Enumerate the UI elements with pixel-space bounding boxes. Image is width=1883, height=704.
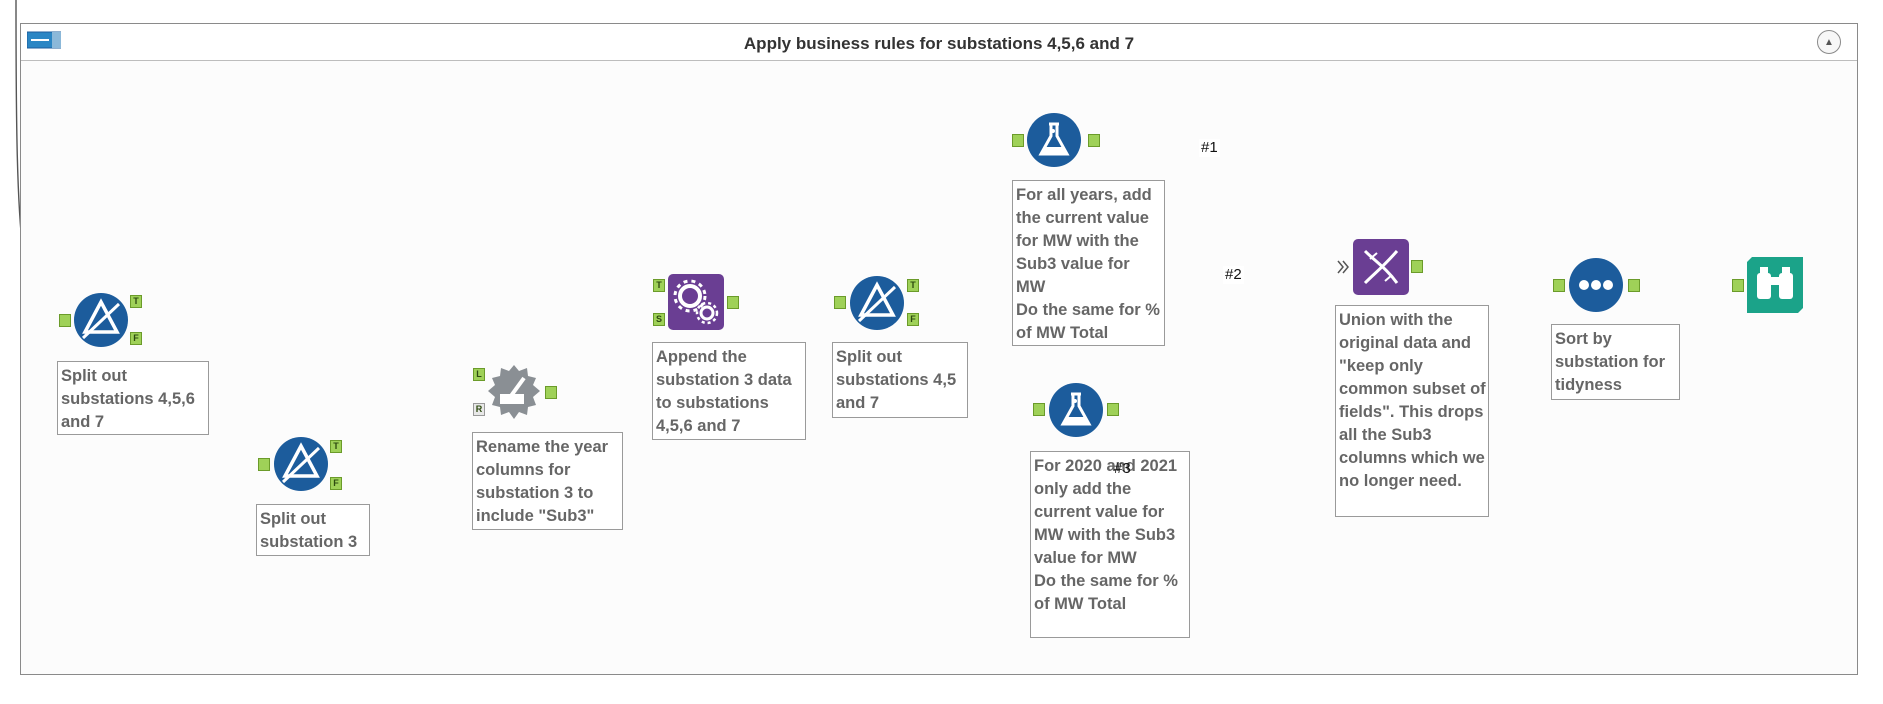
union-multi-input-anchor[interactable] (1337, 260, 1351, 274)
formula2-input-anchor[interactable] (1033, 403, 1045, 416)
filter1-input-anchor[interactable] (59, 314, 71, 327)
container-title: Apply business rules for substations 4,5… (743, 34, 1135, 53)
sort-tool[interactable] (1568, 257, 1624, 313)
formula-tool-2[interactable] (1048, 382, 1104, 438)
browse-input-anchor[interactable] (1732, 279, 1744, 292)
browse-tool[interactable] (1747, 257, 1803, 313)
filter-tool-1[interactable] (73, 292, 129, 348)
filter3-input-anchor[interactable] (834, 296, 846, 309)
formula1-output-anchor[interactable] (1088, 134, 1100, 147)
append-fields-tool[interactable] (668, 274, 724, 330)
rename-output-anchor[interactable] (545, 386, 557, 399)
formula1-input-anchor[interactable] (1012, 134, 1024, 147)
filter3-true-anchor[interactable]: T (907, 279, 919, 292)
filter3-annotation: Split out substations 4,5 and 7 (832, 342, 968, 418)
rename-annotation: Rename the year columns for substation 3… (472, 432, 623, 530)
append-source-anchor[interactable]: S (653, 313, 665, 326)
sort-output-anchor[interactable] (1628, 279, 1640, 292)
filter2-true-anchor[interactable]: T (330, 440, 342, 453)
sort-input-anchor[interactable] (1553, 279, 1565, 292)
formula-tool-1[interactable] (1026, 112, 1082, 168)
union-annotation: Union with the original data and "keep o… (1335, 305, 1489, 517)
chevron-up-icon: ▲ (1824, 36, 1834, 48)
filter1-true-anchor[interactable]: T (130, 295, 142, 308)
rename-right-anchor[interactable]: R (473, 403, 485, 416)
formula2-output-anchor[interactable] (1107, 403, 1119, 416)
connection-label-1: #1 (1199, 139, 1220, 157)
filter2-false-anchor[interactable]: F (330, 477, 342, 490)
connection-label-2: #2 (1223, 266, 1244, 284)
collapse-button[interactable]: ▲ (1817, 30, 1841, 54)
filter1-annotation: Split out substations 4,5,6 and 7 (57, 361, 209, 435)
container-toggle-icon[interactable] (27, 31, 61, 49)
union-tool[interactable] (1353, 239, 1409, 295)
append-target-anchor[interactable]: T (653, 279, 665, 292)
union-output-anchor[interactable] (1411, 260, 1423, 273)
container-titlebar: Apply business rules for substations 4,5… (21, 24, 1857, 61)
formula2-annotation: For 2020 and 2021 only add the current v… (1030, 451, 1190, 638)
rename-left-anchor[interactable]: L (473, 368, 485, 381)
append-output-anchor[interactable] (727, 296, 739, 309)
filter1-false-anchor[interactable]: F (130, 332, 142, 345)
sort-annotation: Sort by substation for tidyness (1551, 324, 1680, 400)
dynamic-rename-tool[interactable] (486, 364, 542, 420)
formula1-annotation: For all years, add the current value for… (1012, 180, 1165, 346)
filter-tool-2[interactable] (273, 436, 329, 492)
filter-tool-3[interactable] (849, 275, 905, 331)
filter2-annotation: Split out substation 3 (256, 504, 370, 556)
filter2-input-anchor[interactable] (258, 458, 270, 471)
connection-label-3: #3 (1114, 460, 1131, 477)
filter3-false-anchor[interactable]: F (907, 313, 919, 326)
append-annotation: Append the substation 3 data to substati… (652, 342, 806, 440)
